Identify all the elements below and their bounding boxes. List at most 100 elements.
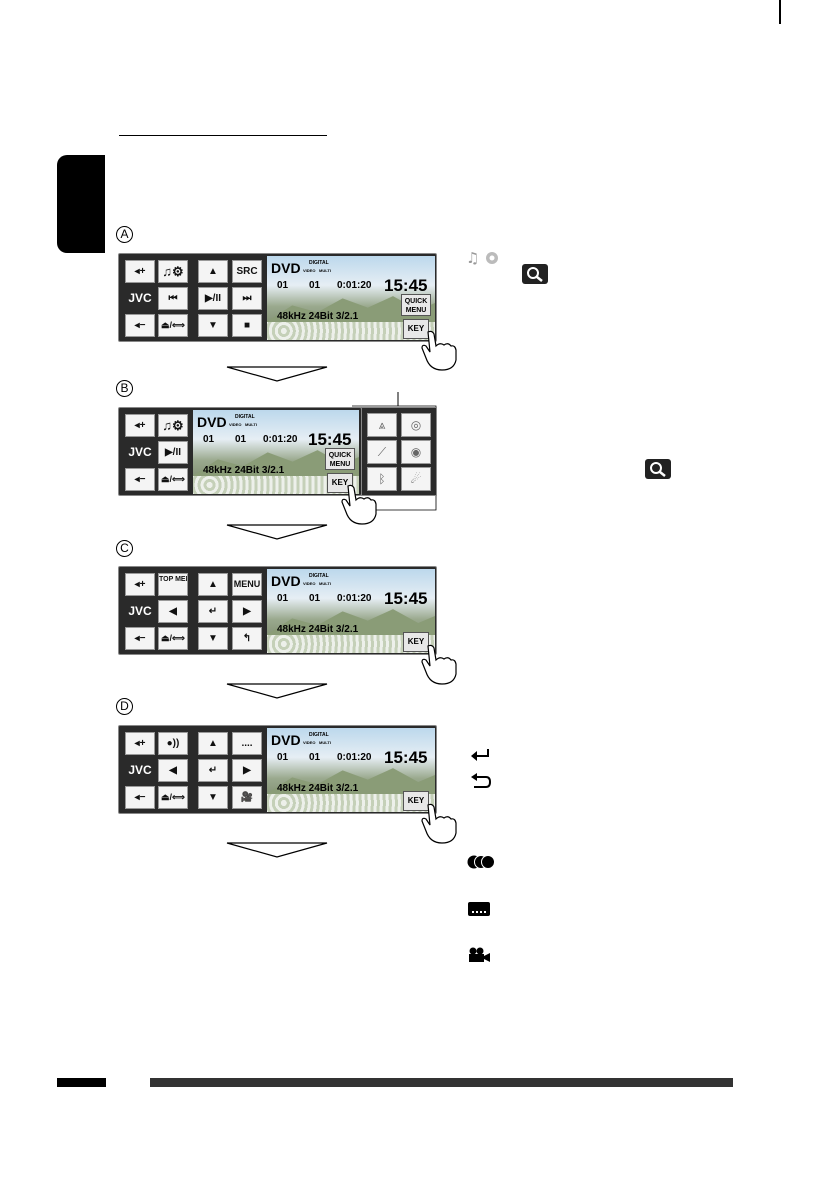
volume-up-button[interactable]: ◂+	[125, 573, 155, 596]
enter-icon	[471, 749, 489, 761]
left-button[interactable]: ◀	[158, 600, 188, 623]
usb-icon[interactable]: ⟋	[367, 440, 397, 464]
stop-button[interactable]: ■	[232, 314, 262, 337]
play-time: 0:01:20	[337, 593, 372, 604]
menu-button[interactable]: MENU	[232, 573, 262, 596]
multi-label: MULTI	[319, 581, 331, 586]
display-area-b: DVD DIGITAL VIDEO MULTI 01 01 0:01:20 15…	[193, 410, 359, 494]
page-number-bar	[57, 1078, 106, 1087]
volume-up-button[interactable]: ◂+	[125, 260, 155, 283]
sound-settings-icon: ♫	[466, 249, 498, 267]
play-time: 0:01:20	[337, 280, 372, 291]
key-button[interactable]: KEY	[327, 473, 353, 493]
volume-down-button[interactable]: ◂−	[125, 627, 155, 650]
left-button[interactable]: ◀	[158, 759, 188, 782]
chapter-number: 01	[309, 752, 321, 763]
down-button[interactable]: ▼	[198, 786, 228, 809]
screen-b: ◂+ ♫⚙ JVC ▶/II ◂− ⏏/⟺ DVD DIGITAL VIDEO …	[118, 407, 362, 496]
section-rule	[119, 135, 327, 136]
play-time: 0:01:20	[337, 752, 372, 763]
video-label: VIDEO	[229, 422, 242, 427]
title-number: 01	[277, 752, 289, 763]
prev-button[interactable]: ⏮	[158, 287, 188, 310]
changer-icon[interactable]: ◉	[401, 440, 431, 464]
footer-bar	[150, 1078, 733, 1087]
volume-up-button[interactable]: ◂+	[125, 414, 155, 437]
search-icon	[645, 459, 671, 479]
sound-settings-button[interactable]: ♫⚙	[158, 260, 188, 283]
clock: 15:45	[308, 430, 352, 449]
play-pause-button[interactable]: ▶/II	[158, 441, 188, 464]
top-menu-button[interactable]: TOP MENU	[158, 573, 188, 596]
multi-label: MULTI	[245, 422, 257, 427]
arrow-down-icon	[226, 842, 328, 858]
margin-line	[779, 0, 781, 24]
digital-label: DIGITAL	[309, 732, 329, 738]
enter-button[interactable]: ↵	[198, 600, 228, 623]
sound-settings-button[interactable]: ♫⚙	[158, 414, 188, 437]
screen-a: ◂+ ♫⚙ ▲ SRC JVC ⏮ ▶/II ⏭ ◂− ⏏/⟺ ▼ ■ DVD …	[118, 253, 437, 342]
step-label-a: A	[116, 226, 133, 243]
step-label-b: B	[116, 380, 133, 397]
down-button[interactable]: ▼	[198, 314, 228, 337]
eject-angle-button[interactable]: ⏏/⟺	[158, 786, 188, 809]
search-icon	[522, 264, 548, 284]
tuner-icon[interactable]: ⩓	[367, 413, 397, 437]
chapter-number: 01	[309, 593, 321, 604]
up-button[interactable]: ▲	[198, 732, 228, 755]
audio-language-icon	[467, 855, 495, 869]
return-button[interactable]: ↰	[232, 627, 262, 650]
disc-icon[interactable]: ◎	[401, 413, 431, 437]
arrow-down-icon	[226, 366, 328, 382]
return-icon	[471, 773, 492, 788]
source-label: DVD	[271, 260, 301, 276]
finger-pointer-icon	[421, 330, 457, 371]
play-pause-button[interactable]: ▶/II	[198, 287, 228, 310]
clock: 15:45	[384, 276, 428, 295]
bluetooth-icon[interactable]: ᛒ	[367, 467, 397, 491]
multi-label: MULTI	[319, 268, 331, 273]
angle-camera-button[interactable]: 🎥	[232, 786, 262, 809]
display-area-a: DVD DIGITAL VIDEO MULTI 01 01 0:01:20 15…	[267, 256, 435, 340]
key-button[interactable]: KEY	[403, 319, 429, 339]
quick-menu-button[interactable]: QUICK MENU	[401, 294, 431, 316]
camera-angle-icon	[469, 947, 490, 962]
step-label-c: C	[116, 540, 133, 557]
src-button[interactable]: SRC	[232, 260, 262, 283]
video-label: VIDEO	[303, 740, 316, 745]
jvc-logo: JVC	[128, 445, 152, 459]
enter-button[interactable]: ↵	[198, 759, 228, 782]
chapter-number: 01	[235, 434, 247, 445]
chapter-number: 01	[309, 280, 321, 291]
next-button[interactable]: ⏭	[232, 287, 262, 310]
up-button[interactable]: ▲	[198, 573, 228, 596]
finger-pointer-icon	[341, 484, 377, 525]
volume-down-button[interactable]: ◂−	[125, 314, 155, 337]
down-button[interactable]: ▼	[198, 627, 228, 650]
key-button[interactable]: KEY	[403, 632, 429, 652]
volume-up-button[interactable]: ◂+	[125, 732, 155, 755]
arrow-down-icon	[226, 683, 328, 699]
screen-c: ◂+ TOP MENU ▲ MENU JVC ◀ ↵ ▶ ◂− ⏏/⟺ ▼ ↰ …	[118, 566, 437, 655]
video-label: VIDEO	[303, 581, 316, 586]
source-label: DVD	[271, 732, 301, 748]
arrow-down-icon	[226, 524, 328, 540]
audio-language-button[interactable]: ●))	[158, 732, 188, 755]
eject-angle-button[interactable]: ⏏/⟺	[158, 627, 188, 650]
right-button[interactable]: ▶	[232, 600, 262, 623]
volume-down-button[interactable]: ◂−	[125, 468, 155, 491]
jvc-logo: JVC	[128, 291, 152, 305]
eject-angle-button[interactable]: ⏏/⟺	[158, 314, 188, 337]
eject-angle-button[interactable]: ⏏/⟺	[158, 468, 188, 491]
quick-menu-button[interactable]: QUICK MENU	[325, 448, 355, 470]
subtitle-button[interactable]: ....	[232, 732, 262, 755]
up-button[interactable]: ▲	[198, 260, 228, 283]
key-button[interactable]: KEY	[403, 791, 429, 811]
digital-label: DIGITAL	[309, 573, 329, 579]
satellite-icon[interactable]: ☄	[401, 467, 431, 491]
audio-info: 48kHz 24Bit 3/2.1	[277, 311, 359, 322]
title-number: 01	[277, 593, 289, 604]
source-label: DVD	[271, 573, 301, 589]
right-button[interactable]: ▶	[232, 759, 262, 782]
volume-down-button[interactable]: ◂−	[125, 786, 155, 809]
